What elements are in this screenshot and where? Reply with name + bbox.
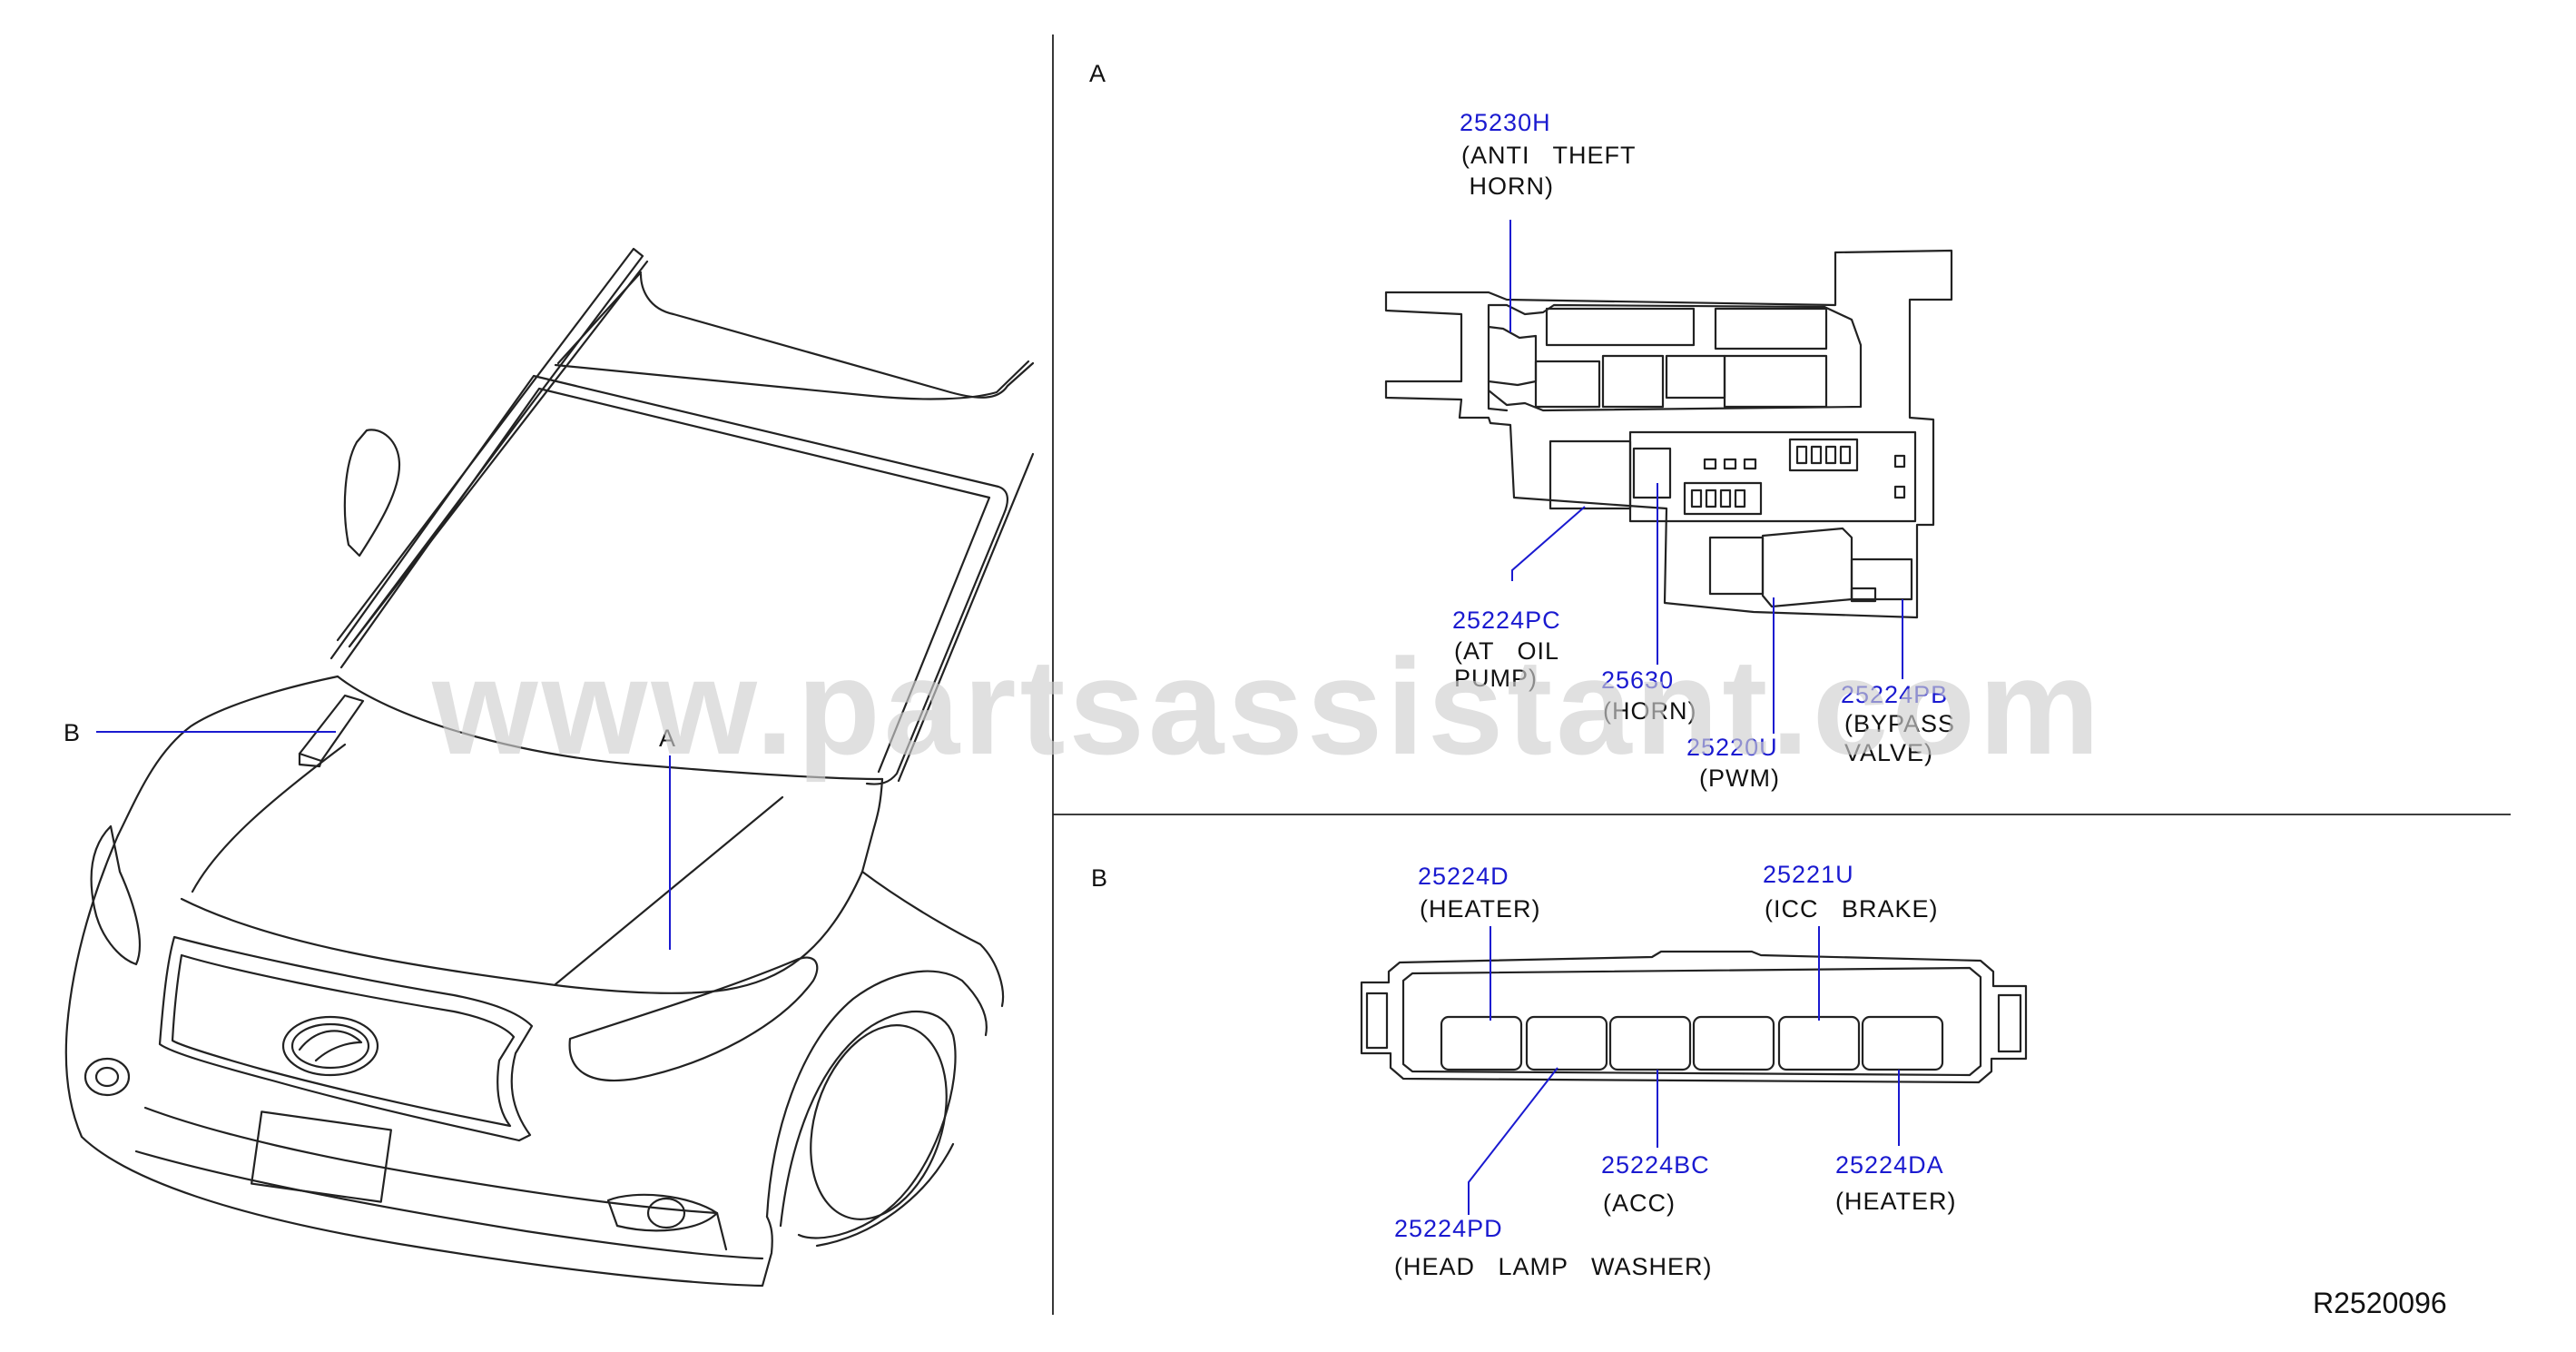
vehicle-label-b: B [64,719,80,746]
svg-text:HORN): HORN) [1461,173,1554,200]
svg-text:(ICC BRAKE): (ICC BRAKE) [1765,895,1939,923]
svg-text:(HEATER): (HEATER) [1420,895,1541,923]
callout-25224BC: 25224BC (ACC) [1601,1070,1710,1217]
svg-text:(BYPASS: (BYPASS [1844,710,1955,737]
section-b-letter: B [1091,864,1107,892]
svg-text:(HORN): (HORN) [1603,697,1696,725]
svg-text:25230H: 25230H [1460,109,1551,136]
svg-text:25630: 25630 [1601,666,1674,694]
svg-text:(ACC): (ACC) [1603,1189,1676,1217]
relay-strip-assembly [1360,950,2028,1084]
svg-text:(PWM): (PWM) [1699,765,1780,792]
svg-text:(HEATER): (HEATER) [1835,1188,1957,1215]
callout-25224DA: 25224DA (HEATER) [1835,1070,1957,1215]
svg-text:PUMP): PUMP) [1454,665,1538,692]
svg-text:25224DA: 25224DA [1835,1151,1944,1179]
drawing-number: R2520096 [2313,1287,2447,1319]
svg-text:25224PC: 25224PC [1452,607,1561,634]
callout-25230H: 25230H (ANTI THEFT HORN) [1460,109,1637,332]
vehicle-label-a: A [659,725,675,752]
callout-25630: 25630 (HORN) [1601,483,1696,725]
svg-text:25220U: 25220U [1686,734,1778,761]
svg-text:(ANTI THEFT: (ANTI THEFT [1461,142,1637,169]
watermark: www.partsassistant.com [431,630,2103,783]
callout-25224D: 25224D (HEATER) [1418,863,1541,1021]
svg-text:VALVE): VALVE) [1844,739,1933,766]
svg-text:25224D: 25224D [1418,863,1509,890]
callout-25224PD: 25224PD (HEAD LAMP WASHER) [1394,1067,1713,1280]
callout-25224PC: 25224PC (AT OIL PUMP) [1452,506,1586,692]
relay-box-assembly [1384,249,1953,619]
section-a-letter: A [1089,60,1106,87]
svg-text:25224PB: 25224PB [1841,681,1948,708]
callout-25221U: 25221U (ICC BRAKE) [1763,861,1939,1021]
vehicle-illustration [64,247,1035,1288]
svg-text:25221U: 25221U [1763,861,1854,888]
svg-text:25224BC: 25224BC [1601,1151,1710,1179]
svg-text:(AT OIL: (AT OIL [1454,637,1559,665]
callout-25224PB: 25224PB (BYPASS VALVE) [1841,599,1955,766]
callout-25220U: 25220U (PWM) [1686,597,1780,792]
svg-text:(HEAD LAMP WASHER): (HEAD LAMP WASHER) [1394,1253,1713,1280]
svg-text:25224PD: 25224PD [1394,1215,1503,1242]
